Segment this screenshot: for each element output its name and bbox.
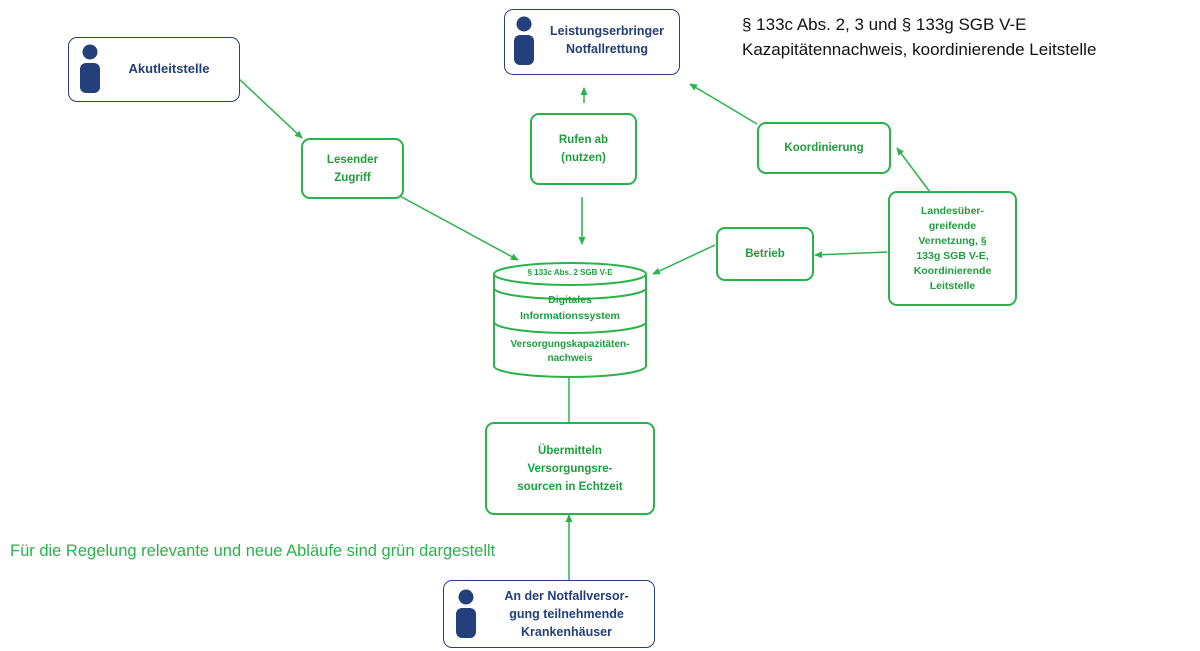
- person-icon: [80, 44, 100, 93]
- legal-reference-note: § 133c Abs. 2, 3 und § 133g SGB V-E Kaza…: [742, 12, 1096, 62]
- arrow-landes-to-koordinierung: [896, 147, 931, 193]
- actor-krankenhaeuser-line-1: An der Notfallversor-: [504, 589, 629, 603]
- database-capacity-label: Versorgungskapazitäten- nachweis: [510, 339, 630, 364]
- arrow-akutleitstelle-to-lesender-zugriff: [237, 77, 303, 139]
- actor-akutleitstelle-label: Akutleitstelle: [128, 61, 210, 76]
- database-top-label: § 133c Abs. 2 SGB V-E: [527, 268, 613, 277]
- actor-krankenhaeuser: An der Notfallversor- gung teilnehmende …: [443, 580, 655, 648]
- actor-leistungserbringer-label: Leistungserbringer Notfallrettung: [537, 22, 677, 58]
- person-icon: [456, 589, 476, 638]
- arrow-koordinierung-to-leistungserbringer: [689, 83, 758, 125]
- legal-reference-line-1: § 133c Abs. 2, 3 und § 133g SGB V-E: [742, 15, 1027, 34]
- person-icon: [514, 16, 534, 65]
- arrow-lesender-zugriff-to-database: [397, 194, 519, 261]
- process-landesuebergreifende-vernetzung: Landesüber- greifende Vernetzung, § 133g…: [888, 191, 1017, 306]
- database-system-label: Digitales Informationssystem: [520, 294, 620, 322]
- arrow-landes-to-betrieb: [814, 251, 888, 259]
- actor-krankenhaeuser-label: An der Notfallversor- gung teilnehmende …: [484, 587, 649, 641]
- process-betrieb: Betrieb: [716, 227, 814, 281]
- actor-leistungserbringer-notfallrettung: Leistungserbringer Notfallrettung: [504, 9, 680, 75]
- database-cylinder: [493, 262, 647, 378]
- actor-leistungserbringer-line-2: Notfallrettung: [566, 42, 648, 56]
- actor-krankenhaeuser-line-3: Krankenhäuser: [520, 625, 612, 639]
- actor-leistungserbringer-line-1: Leistungserbringer: [550, 24, 664, 38]
- arrow-betrieb-to-database: [652, 244, 716, 275]
- legend-note: Für die Regelung relevante und neue Ablä…: [10, 542, 496, 560]
- actor-akutleitstelle: Akutleitstelle: [68, 37, 240, 102]
- actor-krankenhaeuser-line-2: gung teilnehmende: [509, 607, 624, 621]
- process-koordinierung: Koordinierung: [757, 122, 891, 174]
- process-rufen-ab: Rufen ab (nutzen): [530, 113, 637, 185]
- process-lesender-zugriff: Lesender Zugriff: [301, 138, 404, 199]
- process-uebermitteln-versorgungsressourcen: Übermitteln Versorgungsre- sourcen in Ec…: [485, 422, 655, 515]
- legal-reference-line-2: Kazapitätennachweis, koordinierende Leit…: [742, 40, 1097, 59]
